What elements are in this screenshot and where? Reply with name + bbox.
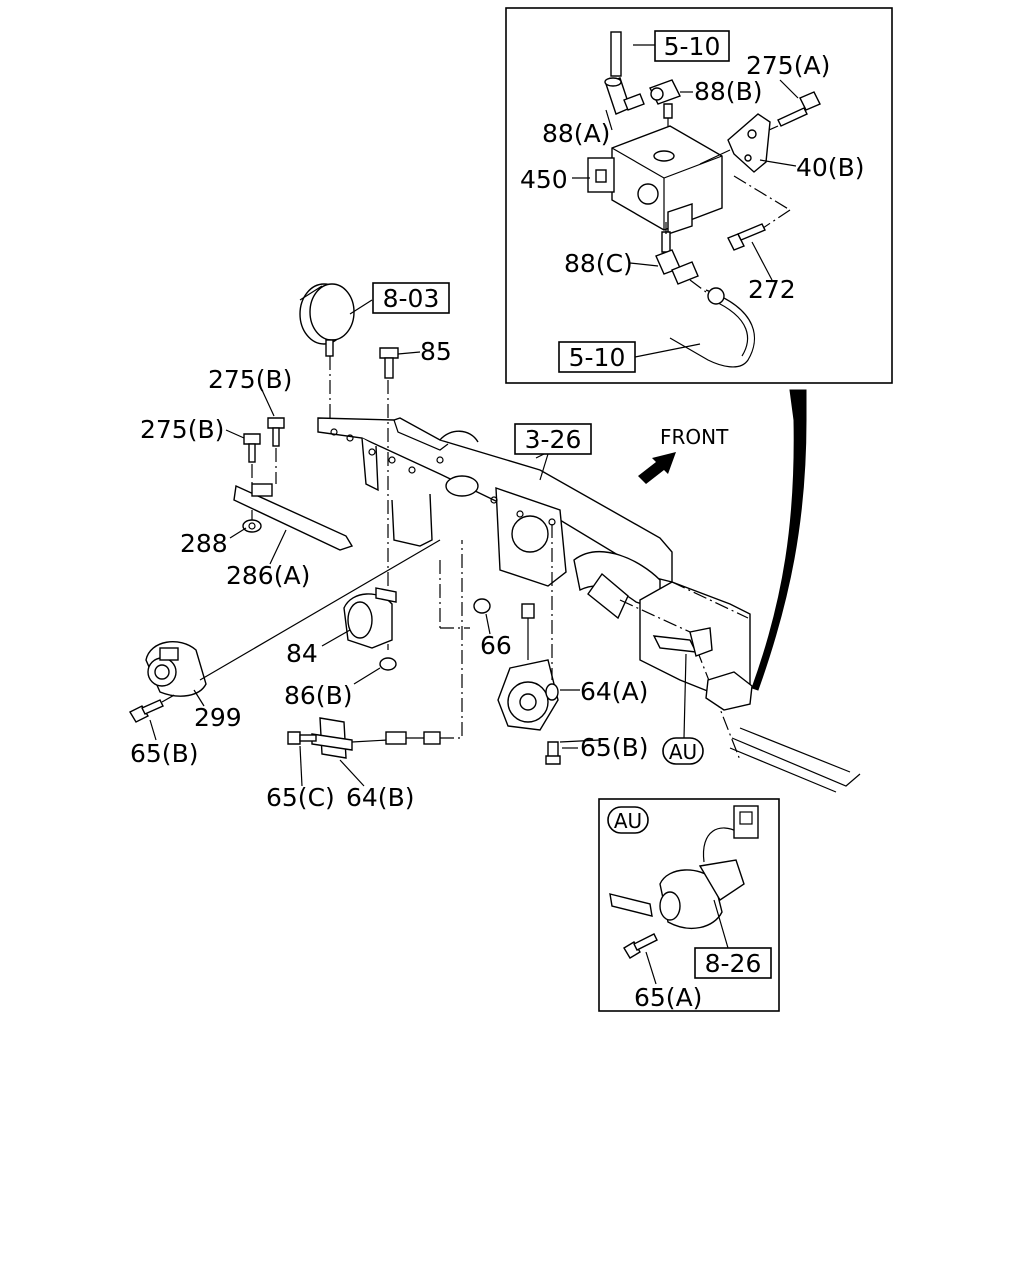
bolt-275b-1 (267, 417, 285, 447)
label-65b-left: 65(B) (130, 739, 198, 768)
pipe-stub (610, 31, 622, 77)
frame-bracket (317, 417, 673, 620)
valve-299 (145, 539, 441, 697)
ref-5-10-top: 5-10 (664, 32, 721, 61)
valve-body-450 (587, 125, 723, 235)
label-288: 288 (180, 529, 228, 558)
label-88c: 88(C) (564, 249, 633, 278)
main-leaders (149, 299, 601, 787)
label-286a: 286(A) (226, 561, 310, 590)
ref-8-26: 8-26 (705, 949, 762, 978)
bracket-40b (699, 113, 791, 231)
bolt-275b-2 (243, 433, 261, 463)
label-86b: 86(B) (284, 681, 352, 710)
label-85: 85 (420, 337, 452, 366)
ref-5-10-bottom: 5-10 (569, 343, 626, 372)
au-callout-label: AU (669, 740, 697, 764)
au-detail-badge (607, 806, 649, 834)
ref-box-3-26 (514, 423, 592, 455)
label-88a: 88(A) (542, 119, 610, 148)
label-65c: 65(C) (266, 783, 335, 812)
nut-86b (379, 657, 397, 671)
label-275b-upper: 275(B) (208, 365, 292, 394)
ref-box-8-03 (372, 282, 450, 314)
label-64a: 64(A) (580, 677, 648, 706)
strap-286a (233, 448, 354, 551)
fitting-88a (604, 77, 645, 115)
label-275a: 275(A) (746, 51, 830, 80)
label-450: 450 (520, 165, 568, 194)
label-299: 299 (194, 703, 242, 732)
bolt-65b-right (545, 741, 561, 765)
label-64b: 64(B) (346, 783, 414, 812)
label-40b: 40(B) (796, 153, 864, 182)
sensor-64b (311, 540, 463, 759)
bolt-275a (759, 91, 821, 135)
au-callout-badge (662, 737, 704, 765)
air-gauge (299, 283, 355, 418)
fitting-88b (649, 79, 681, 140)
ref-box-5-10-bottom (558, 341, 636, 373)
mount-84 (343, 587, 397, 649)
ref-3-26: 3-26 (525, 425, 582, 454)
harness-tube (751, 389, 807, 691)
label-66: 66 (480, 631, 512, 660)
ref-8-03: 8-03 (383, 284, 440, 313)
bolt-272 (727, 223, 766, 251)
bolt-65c (287, 731, 317, 745)
au-connector (652, 627, 753, 739)
front-arrow-icon (638, 452, 676, 484)
au-detail-label: AU (614, 809, 642, 833)
actuator-64a (497, 524, 559, 731)
bolt-65b-left (129, 693, 177, 723)
fitting-88c (655, 222, 699, 285)
nut-288 (242, 519, 262, 533)
inset-leaders (572, 44, 799, 358)
au-detail-assembly (609, 805, 759, 985)
label-275b-lower: 275(B) (140, 415, 224, 444)
label-65b-right: 65(B) (580, 733, 648, 762)
label-65a: 65(A) (634, 983, 702, 1012)
ref-box-5-10-top (654, 30, 730, 62)
pipe-bent (669, 279, 755, 368)
nut-66 (473, 598, 491, 614)
label-272: 272 (748, 275, 796, 304)
label-84: 84 (286, 639, 318, 668)
ref-box-8-26 (694, 947, 772, 979)
label-88b: 88(B) (694, 77, 762, 106)
label-front: FRONT (660, 425, 729, 449)
